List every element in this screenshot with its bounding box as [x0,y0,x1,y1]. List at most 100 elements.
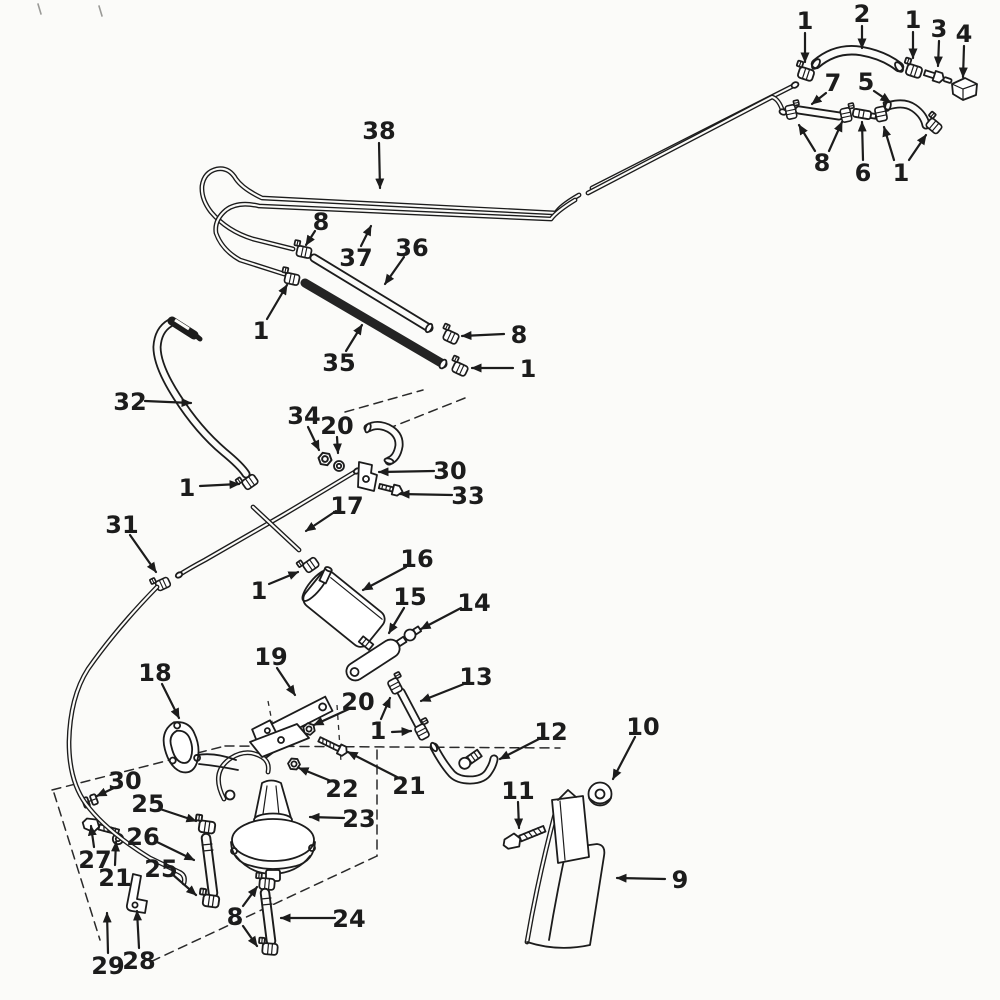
part-number-label: 8 [511,321,528,349]
part-number-label: 2 [854,0,871,28]
part-number-label: 5 [858,68,875,96]
callout-16-27: 16 [361,545,434,592]
callout-arrow [304,509,338,533]
fitting-3-art [922,69,953,84]
part-number-label: 26 [126,823,159,851]
callout-23-38: 23 [308,805,376,833]
callout-arrow [907,133,928,162]
callout-arrow [514,800,524,830]
shield-9-art [524,789,606,949]
callout-arrow [390,727,413,736]
part-number-label: 18 [138,659,171,687]
part-number-label: 16 [400,545,433,573]
callout-arrow [460,331,506,341]
callout-8-7: 8 [797,120,844,177]
part-number-label: 25 [144,855,177,883]
callout-arrow [312,707,351,727]
elbow-hose-30-art [363,421,404,466]
callout-arrow [275,666,297,697]
fuel-line-29-art [66,584,187,886]
callout-arrow [611,735,637,781]
callout-arrow [387,606,406,635]
fitting-4-art [951,77,978,101]
part-number-label: 17 [330,492,363,520]
elbow-hose-12-art [429,741,499,785]
callout-6-8: 6 [855,120,871,187]
callout-arrow [857,120,867,162]
part-number-label: 1 [370,717,387,745]
callout-arrow [375,141,385,190]
part-number-label: 19 [254,643,287,671]
callout-arrow [361,565,408,592]
callout-2-1: 2 [854,0,871,50]
gasket-18-art [162,721,201,774]
part-number-label: 1 [520,355,537,383]
fuel-hose-24-art [259,887,277,947]
fuel-hose-2-art [810,45,905,73]
part-number-label: 1 [797,7,814,35]
callout-4-4: 4 [956,20,973,79]
callout-20-20: 20 [320,412,354,455]
scan-tick-marks [37,3,103,17]
callout-arrow [265,283,289,321]
callout-arrow [958,44,968,79]
part-number-label: 35 [322,349,355,377]
part-number-label: 14 [457,589,490,617]
fuel-hose-26-art [200,832,219,899]
callout-25-43: 25 [131,790,198,823]
callout-arrow [359,224,373,248]
callout-1-2: 1 [905,6,921,60]
part-number-label: 12 [534,718,567,746]
callout-arrow [111,840,121,867]
callout-30-42: 30 [95,767,142,798]
part-number-label: 3 [931,15,948,43]
callout-13-33: 13 [419,663,493,703]
part-number-label: 9 [672,866,689,894]
part-number-label: 36 [395,234,428,262]
part-number-label: 37 [339,244,372,272]
bracket-30-art [357,461,378,492]
callout-11-40: 11 [501,777,535,830]
fuel-line-38-art [199,81,800,252]
fuel-line-to-filter-art [250,504,302,553]
callout-arrow [419,606,463,631]
callout-arrow [143,398,193,408]
callout-arrow [377,467,436,477]
callout-arrow [267,570,300,586]
nut-34-art [316,451,334,467]
callout-arrow [346,750,399,779]
part-number-label: 8 [313,208,330,236]
fuel-hose-13-art [396,687,424,731]
callout-arrow [933,39,943,68]
callout-arrow [383,255,406,286]
callout-14-29: 14 [419,589,491,631]
callout-26-44: 26 [126,823,196,862]
bracket-28-art [125,873,148,914]
callout-arrow [332,435,342,455]
part-number-label: 31 [105,511,138,539]
callout-1-14: 1 [253,283,289,345]
fuel-filter-16-art [301,566,386,651]
callout-arrow [872,89,892,104]
callout-arrow [158,807,198,823]
callout-arrow [810,91,828,106]
callout-arrow [133,909,143,950]
part-number-label: 1 [893,159,910,187]
callout-arrow [827,120,844,153]
callout-38-10: 38 [362,117,396,190]
callout-27-45: 27 [78,824,112,874]
callout-9-41: 9 [615,866,689,894]
callout-25-47: 25 [144,855,198,897]
fuel-hose-36-art [309,253,434,334]
part-number-label: 4 [956,20,973,48]
callout-19-30: 19 [254,643,297,697]
callout-arrow [379,696,392,721]
callout-36-13: 36 [383,234,429,286]
part-number-label: 21 [392,772,425,800]
callout-29-49: 29 [91,911,125,980]
callout-34-19: 34 [287,402,321,452]
callout-22-36: 22 [297,766,359,803]
callout-31-24: 31 [105,511,158,574]
